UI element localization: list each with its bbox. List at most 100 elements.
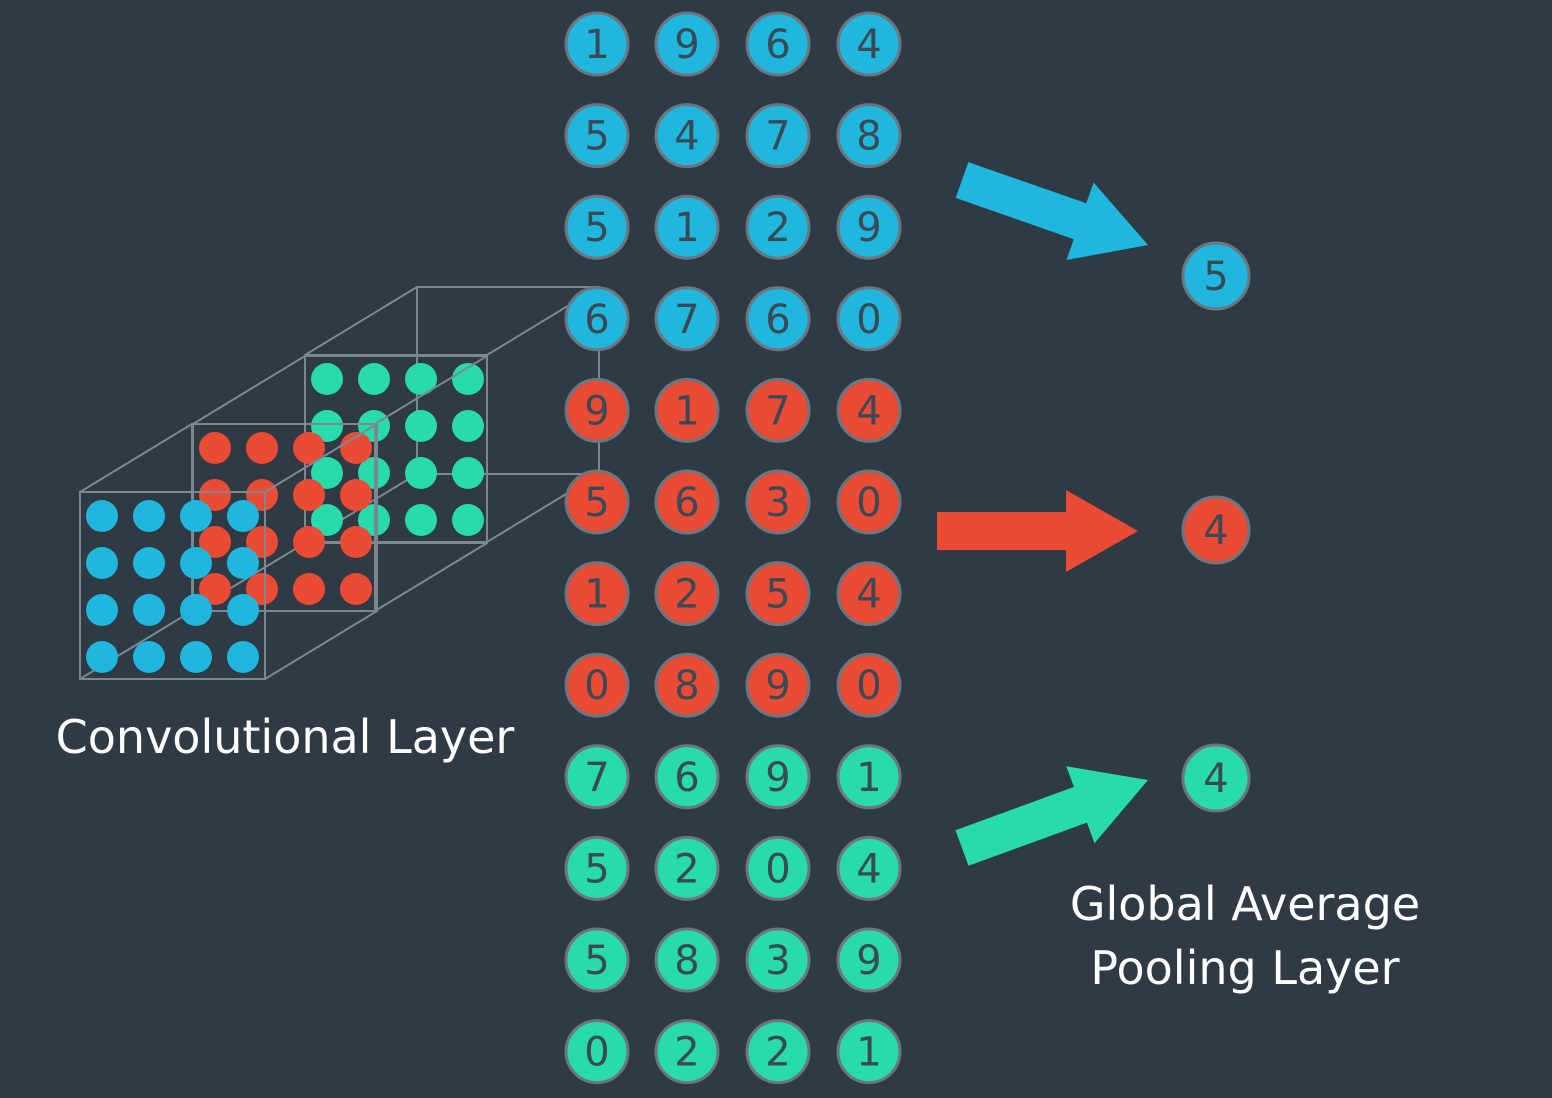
value-circle bbox=[836, 377, 902, 443]
red-activation-dot bbox=[293, 526, 325, 558]
green-value-node: 0 bbox=[745, 835, 811, 901]
red-value-node: 1 bbox=[564, 561, 630, 627]
red-activation-dot bbox=[199, 526, 231, 558]
value-circle bbox=[564, 561, 630, 627]
value-circle bbox=[564, 1019, 630, 1085]
blue-value-node: 1 bbox=[564, 11, 630, 77]
blue-value-node: 6 bbox=[745, 11, 811, 77]
pooled-circle bbox=[1181, 743, 1251, 813]
value-text: 5 bbox=[584, 114, 609, 160]
pooling-label-line1: Global Average bbox=[1069, 877, 1421, 931]
value-text: 5 bbox=[765, 572, 790, 618]
value-text: 4 bbox=[856, 572, 881, 618]
value-text: 0 bbox=[584, 663, 609, 709]
pooled-outputs: 5 4 4 bbox=[1181, 241, 1251, 813]
green-value-node: 9 bbox=[836, 927, 902, 993]
value-circle bbox=[836, 11, 902, 77]
value-text: 1 bbox=[674, 205, 699, 251]
value-circle bbox=[836, 561, 902, 627]
blue-pooled-node: 5 bbox=[1181, 241, 1251, 311]
green-value-node: 1 bbox=[836, 744, 902, 810]
value-text: 9 bbox=[765, 755, 790, 801]
red-activation-dot bbox=[246, 479, 278, 511]
blue-activation-dot bbox=[180, 547, 212, 579]
value-text: 0 bbox=[856, 663, 881, 709]
value-circle bbox=[745, 1019, 811, 1085]
value-circle bbox=[564, 103, 630, 169]
red-activation-dot bbox=[340, 526, 372, 558]
value-circle bbox=[654, 561, 720, 627]
value-circle bbox=[654, 103, 720, 169]
green-value-node: 2 bbox=[654, 835, 720, 901]
value-circle bbox=[654, 286, 720, 352]
cube-edge bbox=[192, 355, 306, 425]
green-activation-dot bbox=[405, 504, 437, 536]
blue-activation-dot bbox=[86, 500, 118, 532]
blue-value-node: 9 bbox=[836, 194, 902, 260]
blue-activation-dot bbox=[133, 500, 165, 532]
green-value-node: 7 bbox=[564, 744, 630, 810]
value-text: 2 bbox=[674, 572, 699, 618]
value-circle bbox=[836, 469, 902, 535]
value-text: 5 bbox=[584, 938, 609, 984]
red-value-node: 5 bbox=[564, 469, 630, 535]
convolutional-layer-label: Convolutional Layer bbox=[55, 710, 515, 764]
value-text: 3 bbox=[765, 938, 790, 984]
value-circle bbox=[745, 377, 811, 443]
blue-value-node: 2 bbox=[745, 194, 811, 260]
value-circle bbox=[564, 377, 630, 443]
green-value-node: 2 bbox=[745, 1019, 811, 1085]
blue-value-node: 9 bbox=[654, 11, 720, 77]
value-text: 4 bbox=[856, 22, 881, 68]
blue-value-node: 7 bbox=[745, 103, 811, 169]
cube-edge bbox=[374, 542, 488, 612]
blue-activation-dot bbox=[180, 641, 212, 673]
green-value-node: 1 bbox=[836, 1019, 902, 1085]
red-pooled-node: 4 bbox=[1181, 495, 1251, 565]
value-circle bbox=[564, 744, 630, 810]
green-value-node: 3 bbox=[745, 927, 811, 993]
value-circle bbox=[745, 835, 811, 901]
green-pooled-node: 4 bbox=[1181, 743, 1251, 813]
green-activation-dot bbox=[452, 457, 484, 489]
blue-activation-dot bbox=[227, 547, 259, 579]
blue-value-node: 5 bbox=[564, 103, 630, 169]
red-value-node: 1 bbox=[654, 377, 720, 443]
value-circle bbox=[836, 194, 902, 260]
value-text: 7 bbox=[765, 388, 790, 434]
value-circle bbox=[836, 652, 902, 718]
blue-value-node: 6 bbox=[745, 286, 811, 352]
value-text: 1 bbox=[856, 755, 881, 801]
value-text: 5 bbox=[584, 480, 609, 526]
value-text: 2 bbox=[765, 1030, 790, 1076]
pooled-value-text: 4 bbox=[1203, 756, 1228, 802]
cube-edge bbox=[264, 610, 378, 680]
blue-activation-dot bbox=[133, 547, 165, 579]
value-circle bbox=[564, 194, 630, 260]
value-circle bbox=[745, 11, 811, 77]
blue-activation-dot bbox=[133, 594, 165, 626]
green-value-node: 2 bbox=[654, 1019, 720, 1085]
value-text: 7 bbox=[765, 114, 790, 160]
red-value-node: 9 bbox=[564, 377, 630, 443]
value-circle bbox=[654, 194, 720, 260]
value-circle bbox=[745, 103, 811, 169]
red-activation-dot bbox=[340, 479, 372, 511]
value-circle bbox=[745, 927, 811, 993]
value-text: 3 bbox=[765, 480, 790, 526]
value-circle bbox=[836, 286, 902, 352]
blue-activation-dot bbox=[180, 500, 212, 532]
cube-edge bbox=[264, 423, 378, 493]
pooled-circle bbox=[1181, 241, 1251, 311]
value-circle bbox=[564, 469, 630, 535]
blue-value-node: 1 bbox=[654, 194, 720, 260]
value-circle bbox=[745, 194, 811, 260]
value-text: 0 bbox=[856, 297, 881, 343]
value-text: 0 bbox=[856, 480, 881, 526]
blue-activation-dot bbox=[180, 594, 212, 626]
value-text: 6 bbox=[674, 480, 699, 526]
blue-value-node: 4 bbox=[836, 11, 902, 77]
value-circle bbox=[836, 744, 902, 810]
